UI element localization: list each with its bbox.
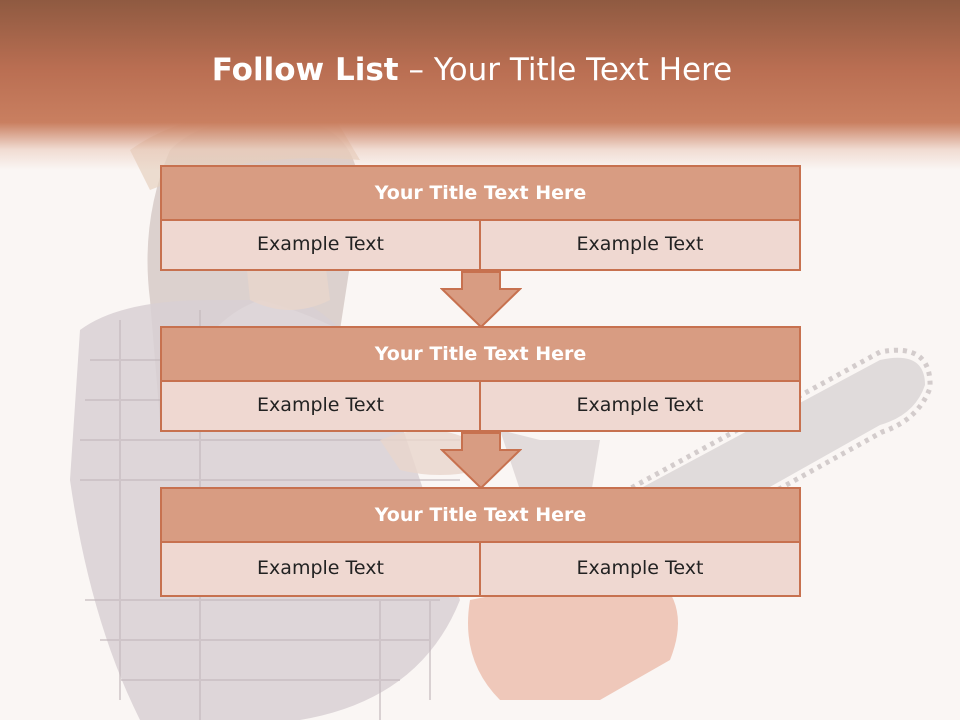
step-cell-left: Example Text [160, 382, 481, 432]
step-cell-right: Example Text [479, 543, 801, 597]
slide-title: Follow List – Your Title Text Here [0, 52, 944, 88]
step-cell-left: Example Text [160, 221, 481, 271]
step-box-2: Your Title Text Here Example Text Exampl… [160, 326, 801, 432]
step-title: Your Title Text Here [160, 487, 801, 543]
step-box-1: Your Title Text Here Example Text Exampl… [160, 165, 801, 271]
title-bold: Follow List [211, 52, 399, 88]
step-cell-right: Example Text [479, 221, 801, 271]
step-cell-right: Example Text [479, 382, 801, 432]
down-arrow-icon [440, 432, 522, 490]
down-arrow-icon [440, 271, 522, 329]
step-title: Your Title Text Here [160, 326, 801, 382]
step-box-3: Your Title Text Here Example Text Exampl… [160, 487, 801, 597]
step-cell-left: Example Text [160, 543, 481, 597]
step-title: Your Title Text Here [160, 165, 801, 221]
header-band [0, 0, 960, 170]
title-rest: – Your Title Text Here [398, 52, 733, 88]
